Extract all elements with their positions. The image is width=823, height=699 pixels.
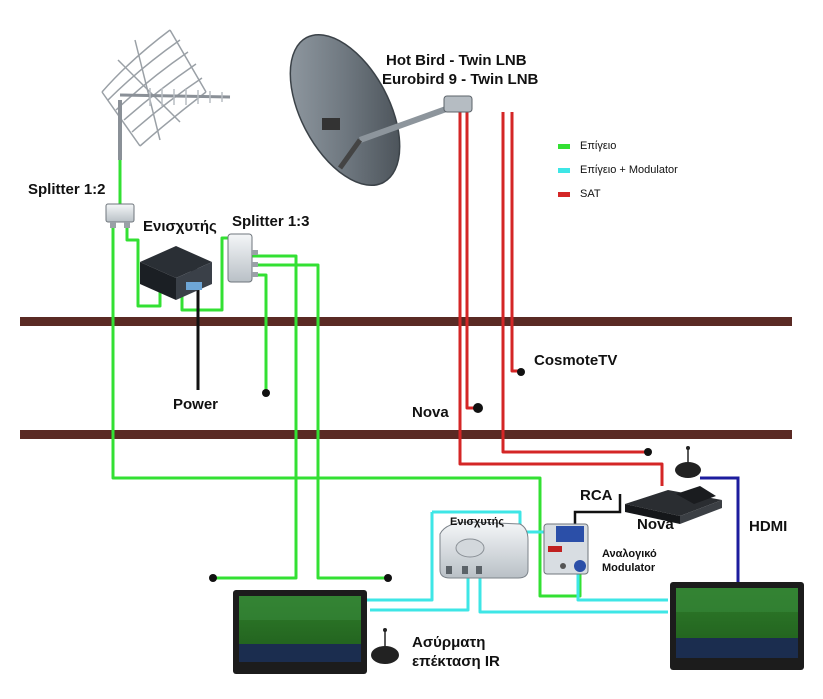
amplifier-bottom-device bbox=[439, 521, 529, 579]
nova-outlet-label: Nova bbox=[412, 404, 449, 421]
rca-cable bbox=[573, 494, 622, 524]
upper-floor-slab bbox=[20, 317, 792, 326]
modulator-label-line2: Modulator bbox=[602, 562, 656, 574]
nova-receiver-device bbox=[625, 486, 722, 524]
legend-item-terrestrial: Επίγειο bbox=[558, 136, 678, 156]
satellite-dish bbox=[289, 33, 473, 187]
tv-left bbox=[233, 590, 367, 674]
ir-extender-label-line1: Ασύρματη bbox=[412, 634, 486, 651]
legend-item-sat: SAT bbox=[558, 184, 678, 204]
cable-legend: Επίγειο Επίγειο + Modulator SAT bbox=[558, 136, 678, 208]
splitter-1-3-device bbox=[227, 233, 258, 283]
analog-modulator-device bbox=[543, 523, 589, 575]
hdmi-label: HDMI bbox=[749, 518, 788, 535]
legend-swatch-modulator bbox=[558, 167, 570, 173]
power-label: Power bbox=[173, 396, 219, 413]
tv-right bbox=[670, 582, 804, 670]
modulator-label-line1: Αναλογικό bbox=[602, 548, 657, 560]
legend-item-modulator: Επίγειο + Modulator bbox=[558, 160, 678, 180]
wall-outlets bbox=[209, 368, 652, 582]
lnb-label-eurobird: Eurobird 9 - Twin LNB bbox=[382, 71, 539, 88]
remote-control-icon bbox=[676, 486, 716, 504]
nova-receiver-label: Nova bbox=[637, 516, 674, 533]
legend-label-terrestrial: Επίγειο bbox=[580, 140, 617, 152]
splitter-1-2-label: Splitter 1:2 bbox=[28, 181, 106, 198]
legend-swatch-terrestrial bbox=[558, 143, 570, 149]
splitter-1-2-device bbox=[105, 203, 135, 228]
lnb-label-hotbird: Hot Bird - Twin LNB bbox=[386, 52, 527, 69]
amplifier-bottom-label: Ενισχυτής bbox=[450, 516, 505, 528]
legend-label-modulator: Επίγειο + Modulator bbox=[580, 164, 678, 176]
rca-label: RCA bbox=[580, 487, 613, 504]
ir-extender-eye-icon bbox=[371, 628, 399, 664]
splitter-1-3-label: Splitter 1:3 bbox=[232, 213, 310, 230]
lower-floor-slab bbox=[20, 430, 792, 439]
ir-extender-label-line2: επέκταση IR bbox=[412, 653, 500, 670]
legend-swatch-sat bbox=[558, 191, 570, 197]
amplifier-top-label: Ενισχυτής bbox=[143, 218, 217, 235]
terrestrial-antenna bbox=[101, 29, 231, 160]
modulator-cables bbox=[366, 510, 668, 614]
ir-receiver-eye-icon bbox=[675, 446, 701, 478]
amplifier-top-device bbox=[140, 246, 212, 300]
legend-label-sat: SAT bbox=[580, 188, 601, 200]
cosmotetv-label: CosmoteTV bbox=[534, 352, 618, 369]
hdmi-cable bbox=[700, 476, 740, 582]
